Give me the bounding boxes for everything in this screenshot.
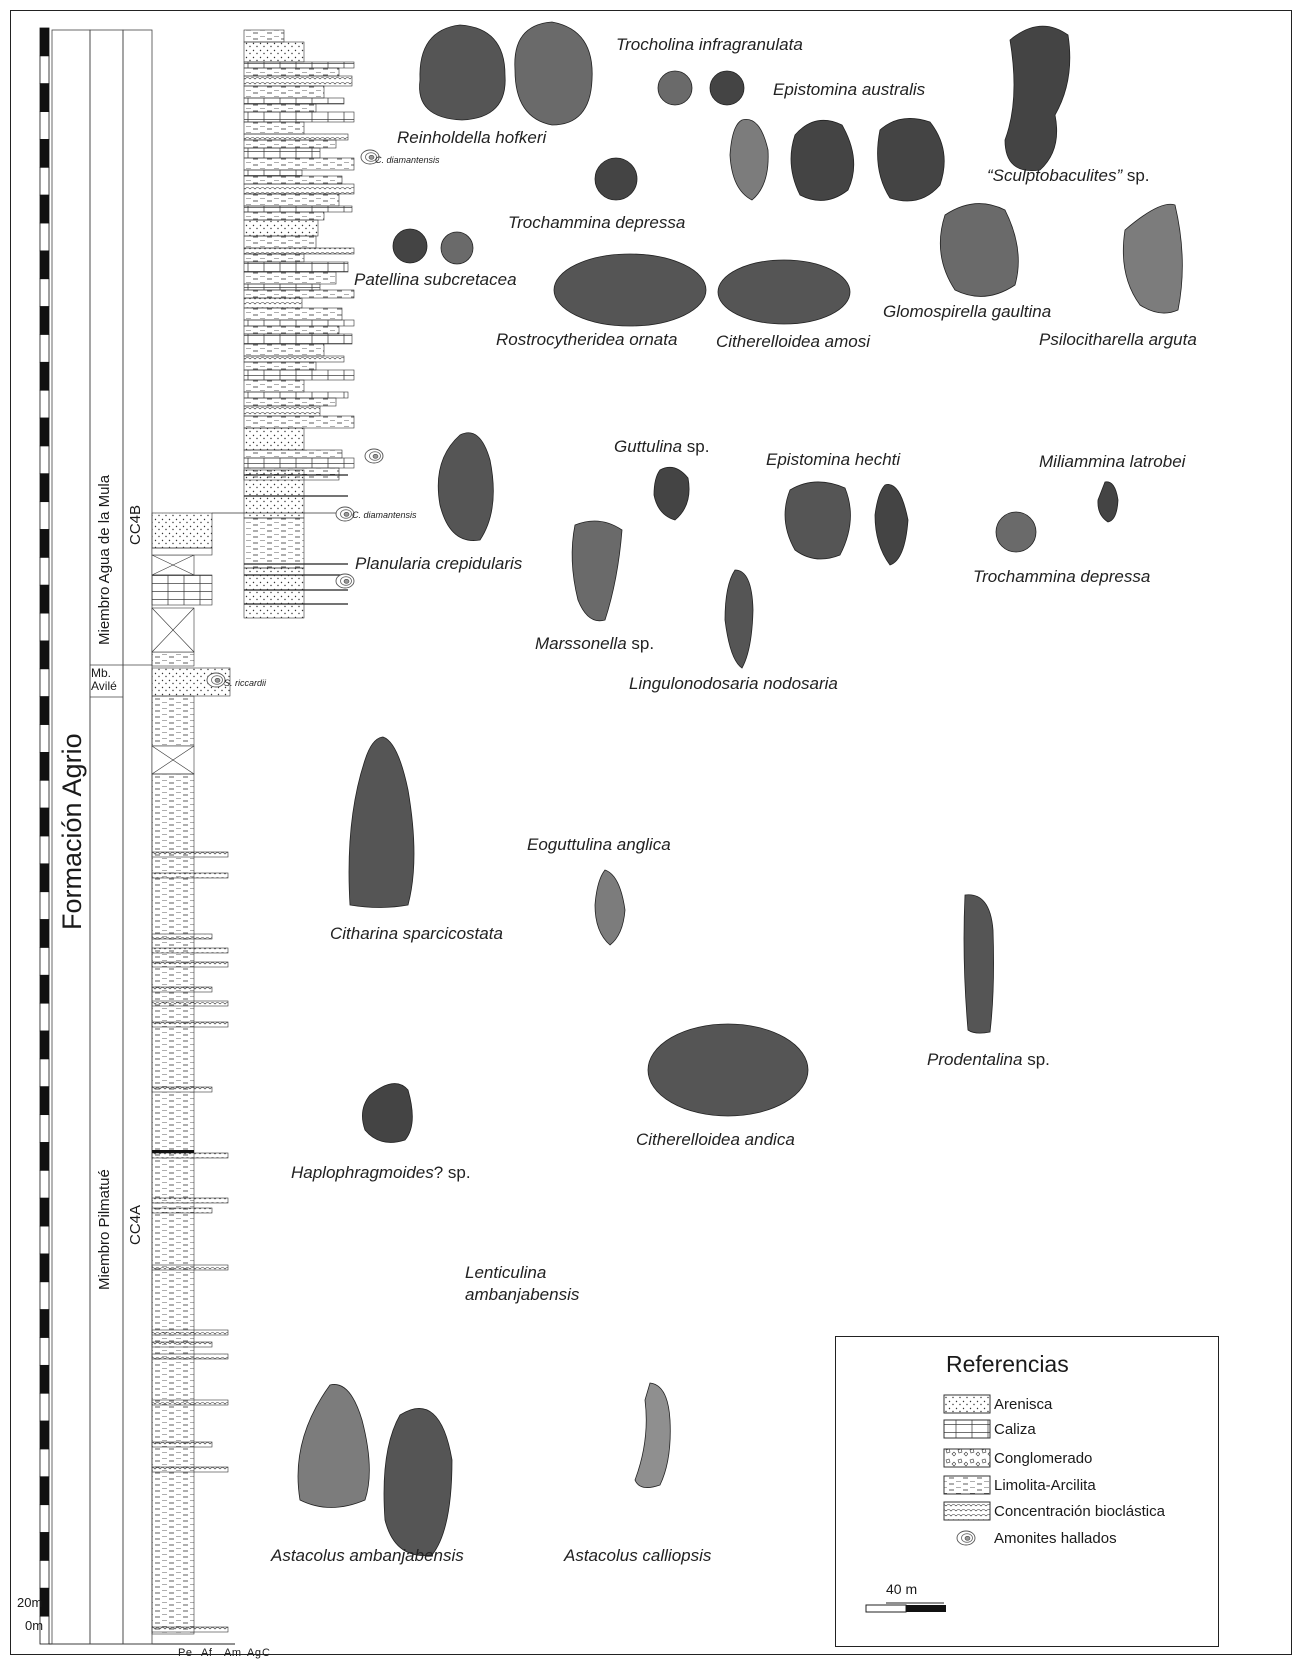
guttulina-specimen xyxy=(654,467,689,520)
legend-item-limolita: Limolita-Arcilita xyxy=(994,1477,1096,1494)
trocholina-specimen xyxy=(658,71,692,105)
sculptobaculites-specimen xyxy=(1005,26,1070,171)
patellina-specimen xyxy=(393,229,427,263)
species-label-guttulina: Guttulina sp. xyxy=(614,437,709,457)
prodentalina-specimen xyxy=(964,895,994,1033)
swatch-caliza xyxy=(944,1420,990,1438)
citherelloidea-amosi-specimen xyxy=(718,260,850,324)
species-label-marssonella: Marssonella sp. xyxy=(535,634,654,654)
planularia-specimen xyxy=(438,433,493,541)
rostrocytheridea-specimen xyxy=(554,254,706,326)
astacolus-calliopsis-specimen xyxy=(635,1383,670,1488)
trochammina-specimen xyxy=(996,512,1036,552)
psilocitharella-specimen xyxy=(1123,204,1182,313)
species-label-trocholina: Trocholina infragranulata xyxy=(616,35,803,55)
epistomina-hechti-specimen xyxy=(875,484,908,565)
species-label-psilo: Psilocitharella arguta xyxy=(1039,330,1197,350)
legend-item-amonites: Amonites hallados xyxy=(994,1530,1117,1547)
legend-item-bioclastica: Concentración bioclástica xyxy=(994,1503,1165,1520)
swatch-arenisca xyxy=(944,1395,990,1413)
species-label-eoguttulina: Eoguttulina anglica xyxy=(527,835,671,855)
species-label-glomo: Glomospirella gaultina xyxy=(883,302,1051,322)
swatch-bioclastica xyxy=(944,1502,990,1520)
species-label-rostro: Rostrocytheridea ornata xyxy=(496,330,677,350)
species-label-ep_australis: Epistomina australis xyxy=(773,80,925,100)
citherelloidea-andica-specimen xyxy=(648,1024,808,1116)
legend-item-arenisca: Arenisca xyxy=(994,1396,1052,1413)
haplophragmoides-specimen xyxy=(362,1084,412,1143)
species-label-ast_calli: Astacolus calliopsis xyxy=(564,1546,711,1566)
species-label-patellina: Patellina subcretacea xyxy=(354,270,517,290)
astacolus-ambanjabensis-specimen xyxy=(298,1384,369,1507)
trocholina-specimen xyxy=(710,71,744,105)
patellina-specimen xyxy=(441,232,473,264)
epistomina-hechti-specimen xyxy=(785,482,850,559)
lenticulina-specimen xyxy=(384,1408,452,1555)
species-label-cith_amosi: Citherelloidea amosi xyxy=(716,332,870,352)
scale-bar-white xyxy=(866,1605,906,1612)
species-label-ep_hechti: Epistomina hechti xyxy=(766,450,900,470)
species-label-haplo: Haplophragmoides? sp. xyxy=(291,1163,471,1183)
species-label-lenticulina: Lenticulina ambanjabensis xyxy=(465,1262,605,1306)
citharina-specimen xyxy=(349,737,414,908)
species-label-ast_amban: Astacolus ambanjabensis xyxy=(271,1546,464,1566)
legend-item-conglomerado: Conglomerado xyxy=(994,1450,1092,1467)
species-label-trochammina2: Trochammina depressa xyxy=(973,567,1150,587)
legend: Referencias Arenisca Caliza Conglomerado… xyxy=(835,1336,1219,1647)
epistomina-australis-specimen xyxy=(730,119,768,200)
species-label-miliammina: Miliammina latrobei xyxy=(1039,452,1185,472)
glomospirella-specimen xyxy=(940,204,1018,297)
epistomina-australis-specimen xyxy=(878,118,945,201)
reinholdella-specimen xyxy=(515,22,592,125)
species-label-cith_andica: Citherelloidea andica xyxy=(636,1130,795,1150)
lingulonodosaria-specimen xyxy=(725,570,753,668)
reinholdella-specimen xyxy=(420,25,506,120)
species-label-planularia: Planularia crepidularis xyxy=(355,554,522,574)
species-label-sculpto: “Sculptobaculites” sp. xyxy=(987,166,1150,186)
legend-item-caliza: Caliza xyxy=(994,1421,1036,1438)
species-label-prodentalina: Prodentalina sp. xyxy=(927,1050,1050,1070)
ammonite-icon xyxy=(957,1531,975,1545)
species-label-trochammina1: Trochammina depressa xyxy=(508,213,685,233)
swatch-limolita xyxy=(944,1476,990,1494)
species-label-citharina: Citharina sparcicostata xyxy=(330,924,503,944)
scale-bar-label: 40 m xyxy=(886,1581,917,1597)
miliammina-specimen xyxy=(1098,482,1118,522)
trochammina-specimen xyxy=(595,158,637,200)
swatch-conglomerado xyxy=(944,1449,990,1467)
epistomina-australis-specimen xyxy=(791,120,854,200)
eoguttulina-specimen xyxy=(595,870,625,945)
marssonella-specimen xyxy=(572,521,622,621)
species-label-lingulo: Lingulonodosaria nodosaria xyxy=(629,674,838,694)
species-label-reinholdella: Reinholdella hofkeri xyxy=(397,128,546,148)
scale-bar-black xyxy=(906,1605,946,1612)
